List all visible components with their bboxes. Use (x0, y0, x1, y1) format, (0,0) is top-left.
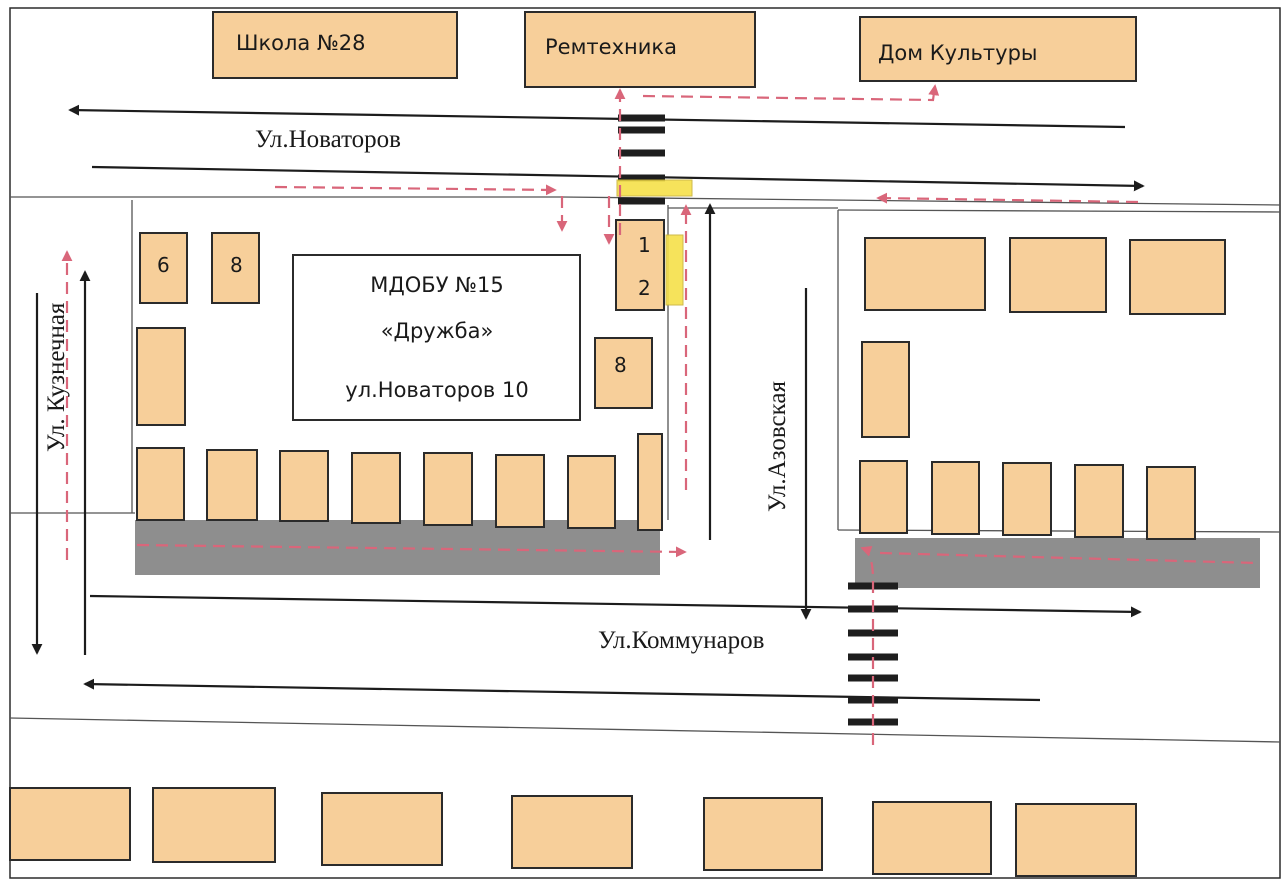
house-row-left (136, 433, 663, 531)
kuznechnaya-street-label: Ул. Кузнечная (43, 302, 70, 452)
house-8-label: 8 (614, 353, 627, 377)
crossing-highlight (616, 179, 693, 197)
bottom-row-buildings (9, 787, 1137, 877)
right-block-buildings (859, 237, 1226, 540)
remtech-label: Ремтехника (545, 35, 677, 59)
house-8 (594, 337, 653, 409)
kindergarten-subtitle: «Дружба» (381, 319, 494, 343)
remtech-building (524, 11, 756, 88)
culture-house-label: Дом Культуры (878, 41, 1037, 65)
safe-route-icon (61, 84, 1259, 745)
school-building (212, 11, 458, 79)
kommunarov-street-label: Ул.Коммунаров (598, 627, 764, 654)
kindergarten-name: МДОБУ №15 (370, 273, 504, 297)
crosswalk-icon (618, 114, 665, 205)
novatorov-street-label: Ул.Новаторов (255, 126, 401, 153)
culture-house-building (859, 16, 1137, 82)
entrance-highlight (665, 234, 684, 306)
sidewalk-right (855, 538, 1260, 588)
house-2-label: 2 (638, 276, 651, 300)
house-8-label: 8 (230, 253, 243, 277)
crosswalk-icon (848, 582, 898, 726)
map-frame (9, 7, 1281, 879)
house-1-2 (615, 219, 665, 311)
house-1-label: 1 (638, 233, 651, 257)
direction-arrow-icon (68, 104, 1126, 129)
kindergarten-building (292, 254, 581, 421)
house-6-label: 6 (157, 253, 170, 277)
house-6 (139, 232, 188, 304)
direction-arrow-icon (91, 165, 1145, 192)
kindergarten-address: ул.Новаторов 10 (345, 378, 528, 402)
azovskaya-street-label: Ул.Азовская (764, 380, 791, 512)
sidewalk-left (135, 520, 660, 575)
house-8 (211, 232, 260, 304)
school-label: Школа №28 (236, 31, 366, 55)
building (136, 327, 186, 426)
direction-arrow-icon (89, 594, 1142, 618)
